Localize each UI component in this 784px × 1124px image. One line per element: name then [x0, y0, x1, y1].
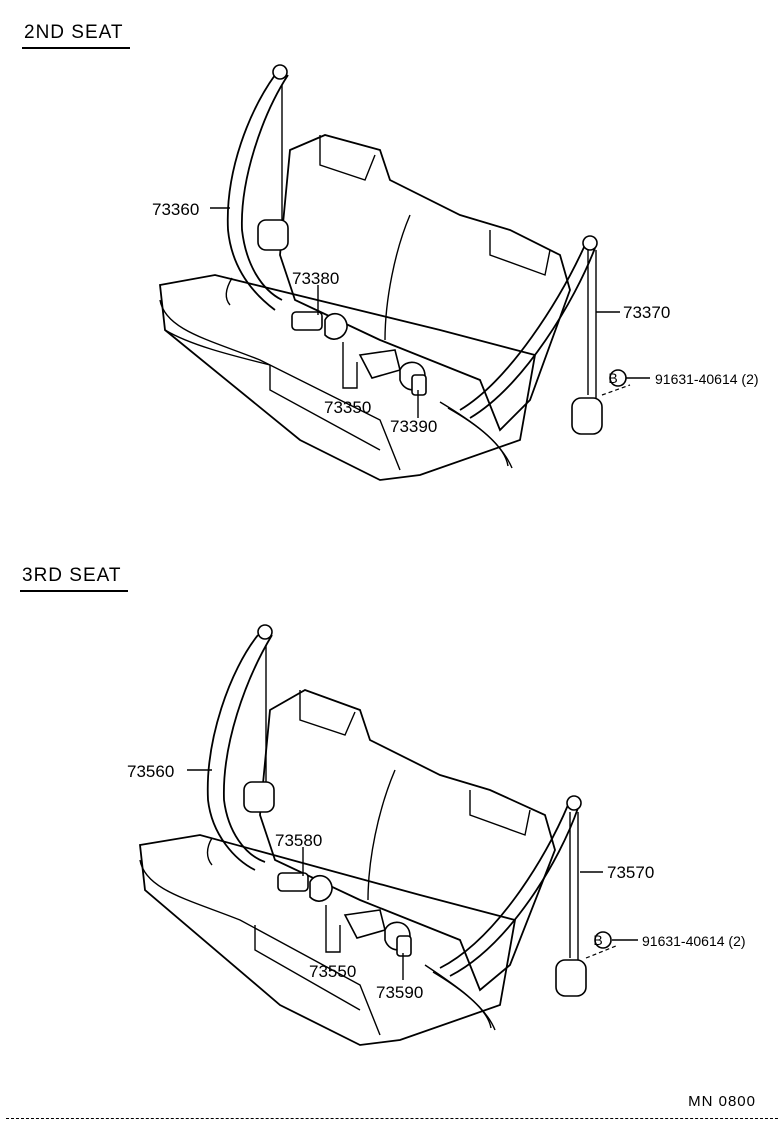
part-number-73570: 73570: [607, 863, 654, 882]
belt-right-webbing: [459, 244, 586, 411]
part-number-91631-40614: 91631-40614 (2): [642, 933, 746, 949]
part-number-73370: 73370: [623, 303, 670, 322]
section-title-text: 2ND SEAT: [24, 22, 124, 43]
part-number-73580: 73580: [275, 831, 322, 850]
part-number-73590: 73590: [376, 983, 423, 1002]
part-number-73350: 73350: [324, 398, 371, 417]
buckle-left-part: [291, 311, 323, 331]
section-title-2nd-seat: 2ND SEAT: [22, 22, 130, 49]
part-number-73360: 73360: [152, 200, 199, 219]
belt-left-webbing: [226, 74, 276, 311]
seat-2nd: [159, 64, 650, 481]
title-underline: [20, 590, 128, 592]
diagram-code: MN 0800: [688, 1093, 756, 1110]
belt-right-webbing: [439, 804, 569, 969]
bolt-ref-marker: B: [608, 370, 617, 386]
buckle-left-part: [277, 872, 309, 892]
bolt-ref-marker: B: [593, 932, 602, 948]
seat-cushion: [159, 274, 537, 481]
part-number-73550: 73550: [309, 962, 356, 981]
section-title-text: 3RD SEAT: [22, 565, 122, 586]
seat-cushion: [139, 834, 517, 1046]
bottom-dashed-divider: [6, 1118, 778, 1119]
part-number-73390: 73390: [390, 417, 437, 436]
seat-back: [279, 134, 571, 432]
seat-3rd: [139, 624, 638, 1046]
section-title-3rd-seat: 3RD SEAT: [20, 565, 128, 592]
buckle-center-part: [343, 909, 386, 939]
title-underline: [22, 47, 130, 49]
part-number-73560: 73560: [127, 762, 174, 781]
buckle-center-part: [358, 349, 401, 379]
part-number-91631-40614: 91631-40614 (2): [655, 371, 759, 387]
part-number-73380: 73380: [292, 269, 339, 288]
belt-left-webbing: [206, 634, 259, 871]
